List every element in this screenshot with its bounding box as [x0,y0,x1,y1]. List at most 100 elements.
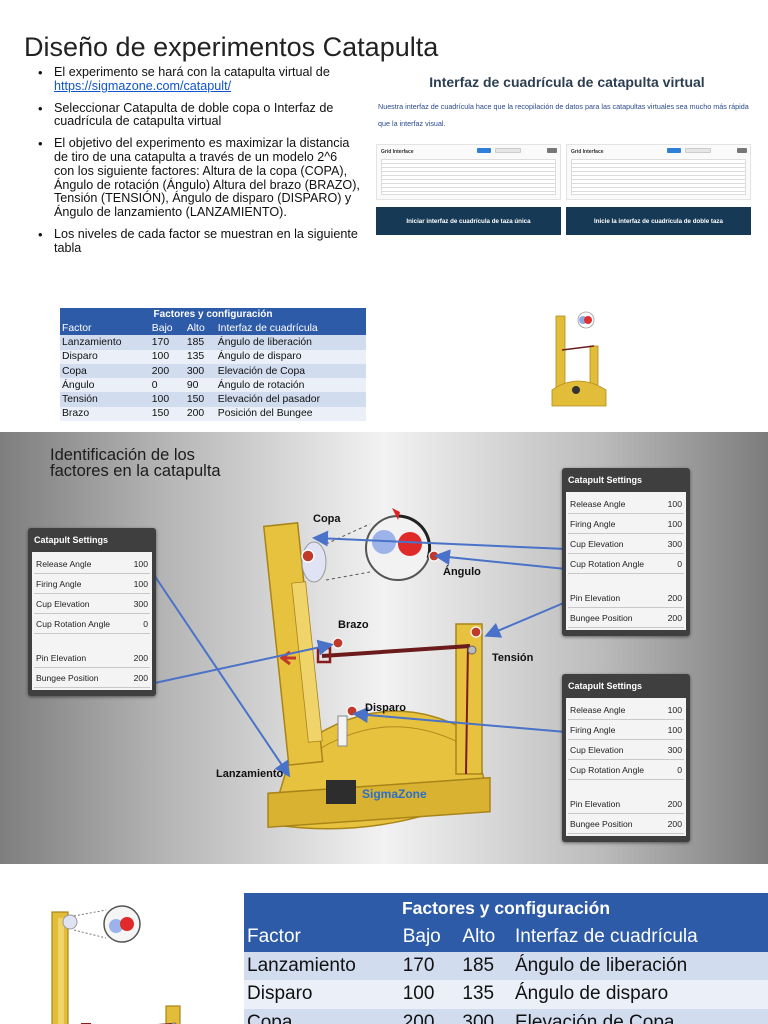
setting-value: 300 [667,539,682,549]
spacer [568,780,684,794]
slide-2: Identificación de los factores en la cat… [0,432,768,864]
cell: Lanzamiento [244,951,400,981]
setting-value: 200 [667,593,682,603]
cell: 150 [149,406,185,422]
setting-value: 0 [143,619,148,629]
grid-chip [477,148,491,153]
cell: Elevación de Copa [215,363,366,379]
setting-label: Release Angle [570,705,626,715]
arrow-copa [312,530,567,550]
spacer [568,574,684,588]
arrow-disparo [352,707,567,733]
bullet-list: El experimento se hará con la catapulta … [38,65,360,264]
setting-row[interactable]: Release Angle 100 [568,700,684,720]
setting-label: Release Angle [36,559,92,569]
cell: Ángulo de rotación [215,378,366,393]
catapult-thumbnail [551,311,607,407]
setting-label: Bungee Position [570,613,633,623]
label-tension: Tensión [492,652,534,664]
grid-card-single: Grid Interface [376,144,561,200]
cell: Tensión [60,392,150,407]
setting-row[interactable]: Pin Elevation 200 [568,794,684,814]
setting-label: Pin Elevation [36,653,87,663]
cell: Lanzamiento [60,335,150,350]
setting-row[interactable]: Cup Elevation 300 [34,594,150,614]
setting-value: 0 [677,765,682,775]
catapult-arm [321,644,471,658]
label-angulo: Ángulo [443,566,481,578]
setting-label: Cup Elevation [570,539,624,549]
slide-1: Diseño de experimentos Catapulta El expe… [0,0,768,432]
bullet-text: El experimento se hará con la catapulta … [54,65,330,79]
setting-label: Release Angle [570,499,626,509]
setting-value: 200 [667,799,682,809]
single-cup-grid-button[interactable]: Iniciar interfaz de cuadrícula de taza ú… [376,207,561,235]
col-header: Alto [459,923,512,952]
setting-label: Bungee Position [36,673,99,683]
label-lanzamiento: Lanzamiento [216,768,284,780]
cell: Ángulo de liberación [511,951,768,981]
catapult-diagram: SigmaZone [149,508,567,830]
cell: 185 [184,335,216,350]
setting-value: 200 [133,673,148,683]
slide-title: Diseño de experimentos Catapulta [24,32,439,62]
cell: Copa [244,1008,400,1024]
setting-label: Cup Elevation [36,599,90,609]
cell: 200 [399,1008,460,1024]
brand-logo: SigmaZone [362,787,427,801]
col-header: Factor [244,923,400,952]
col-header: Bajo [149,321,185,336]
col-header: Factor [60,321,150,336]
label-brazo: Brazo [338,619,369,631]
grid-chip [737,148,747,153]
panel-title: Catapult Settings [568,681,643,691]
cell: Ángulo de disparo [511,980,768,1009]
setting-value: 300 [667,745,682,755]
cell: 0 [149,378,185,393]
cell: Brazo [60,406,150,422]
cell: Copa [60,363,150,379]
cell: 185 [459,951,512,981]
double-cup-grid-button[interactable]: Inicie la interfaz de cuadrícula de dobl… [566,207,751,235]
cell: 200 [149,363,185,379]
table-title: Factores y configuración [244,893,768,923]
setting-row[interactable]: Cup Elevation 300 [568,534,684,554]
spacer [34,634,150,648]
setting-row[interactable]: Bungee Position 200 [34,668,150,688]
grid-chip [495,148,521,153]
cell: 100 [149,349,185,364]
table-header-row: Factor Bajo Alto Interfaz de cuadrícula [244,923,768,952]
label-copa: Copa [313,513,341,525]
setting-value: 100 [667,705,682,715]
setting-value: 0 [677,559,682,569]
web-title: Interfaz de cuadrícula de catapulta virt… [429,74,705,90]
sigmazone-link[interactable]: https://sigmazone.com/catapult/ [54,78,232,93]
setting-value: 300 [133,599,148,609]
setting-label: Pin Elevation [570,799,621,809]
cell: Disparo [244,980,400,1009]
arrow-angulo [434,549,567,570]
bullet-text: Seleccionar Catapulta de doble copa o In… [54,100,334,129]
slide-3: Factores y configuración Factor Bajo Alt… [0,864,768,1024]
setting-value: 100 [133,579,148,589]
